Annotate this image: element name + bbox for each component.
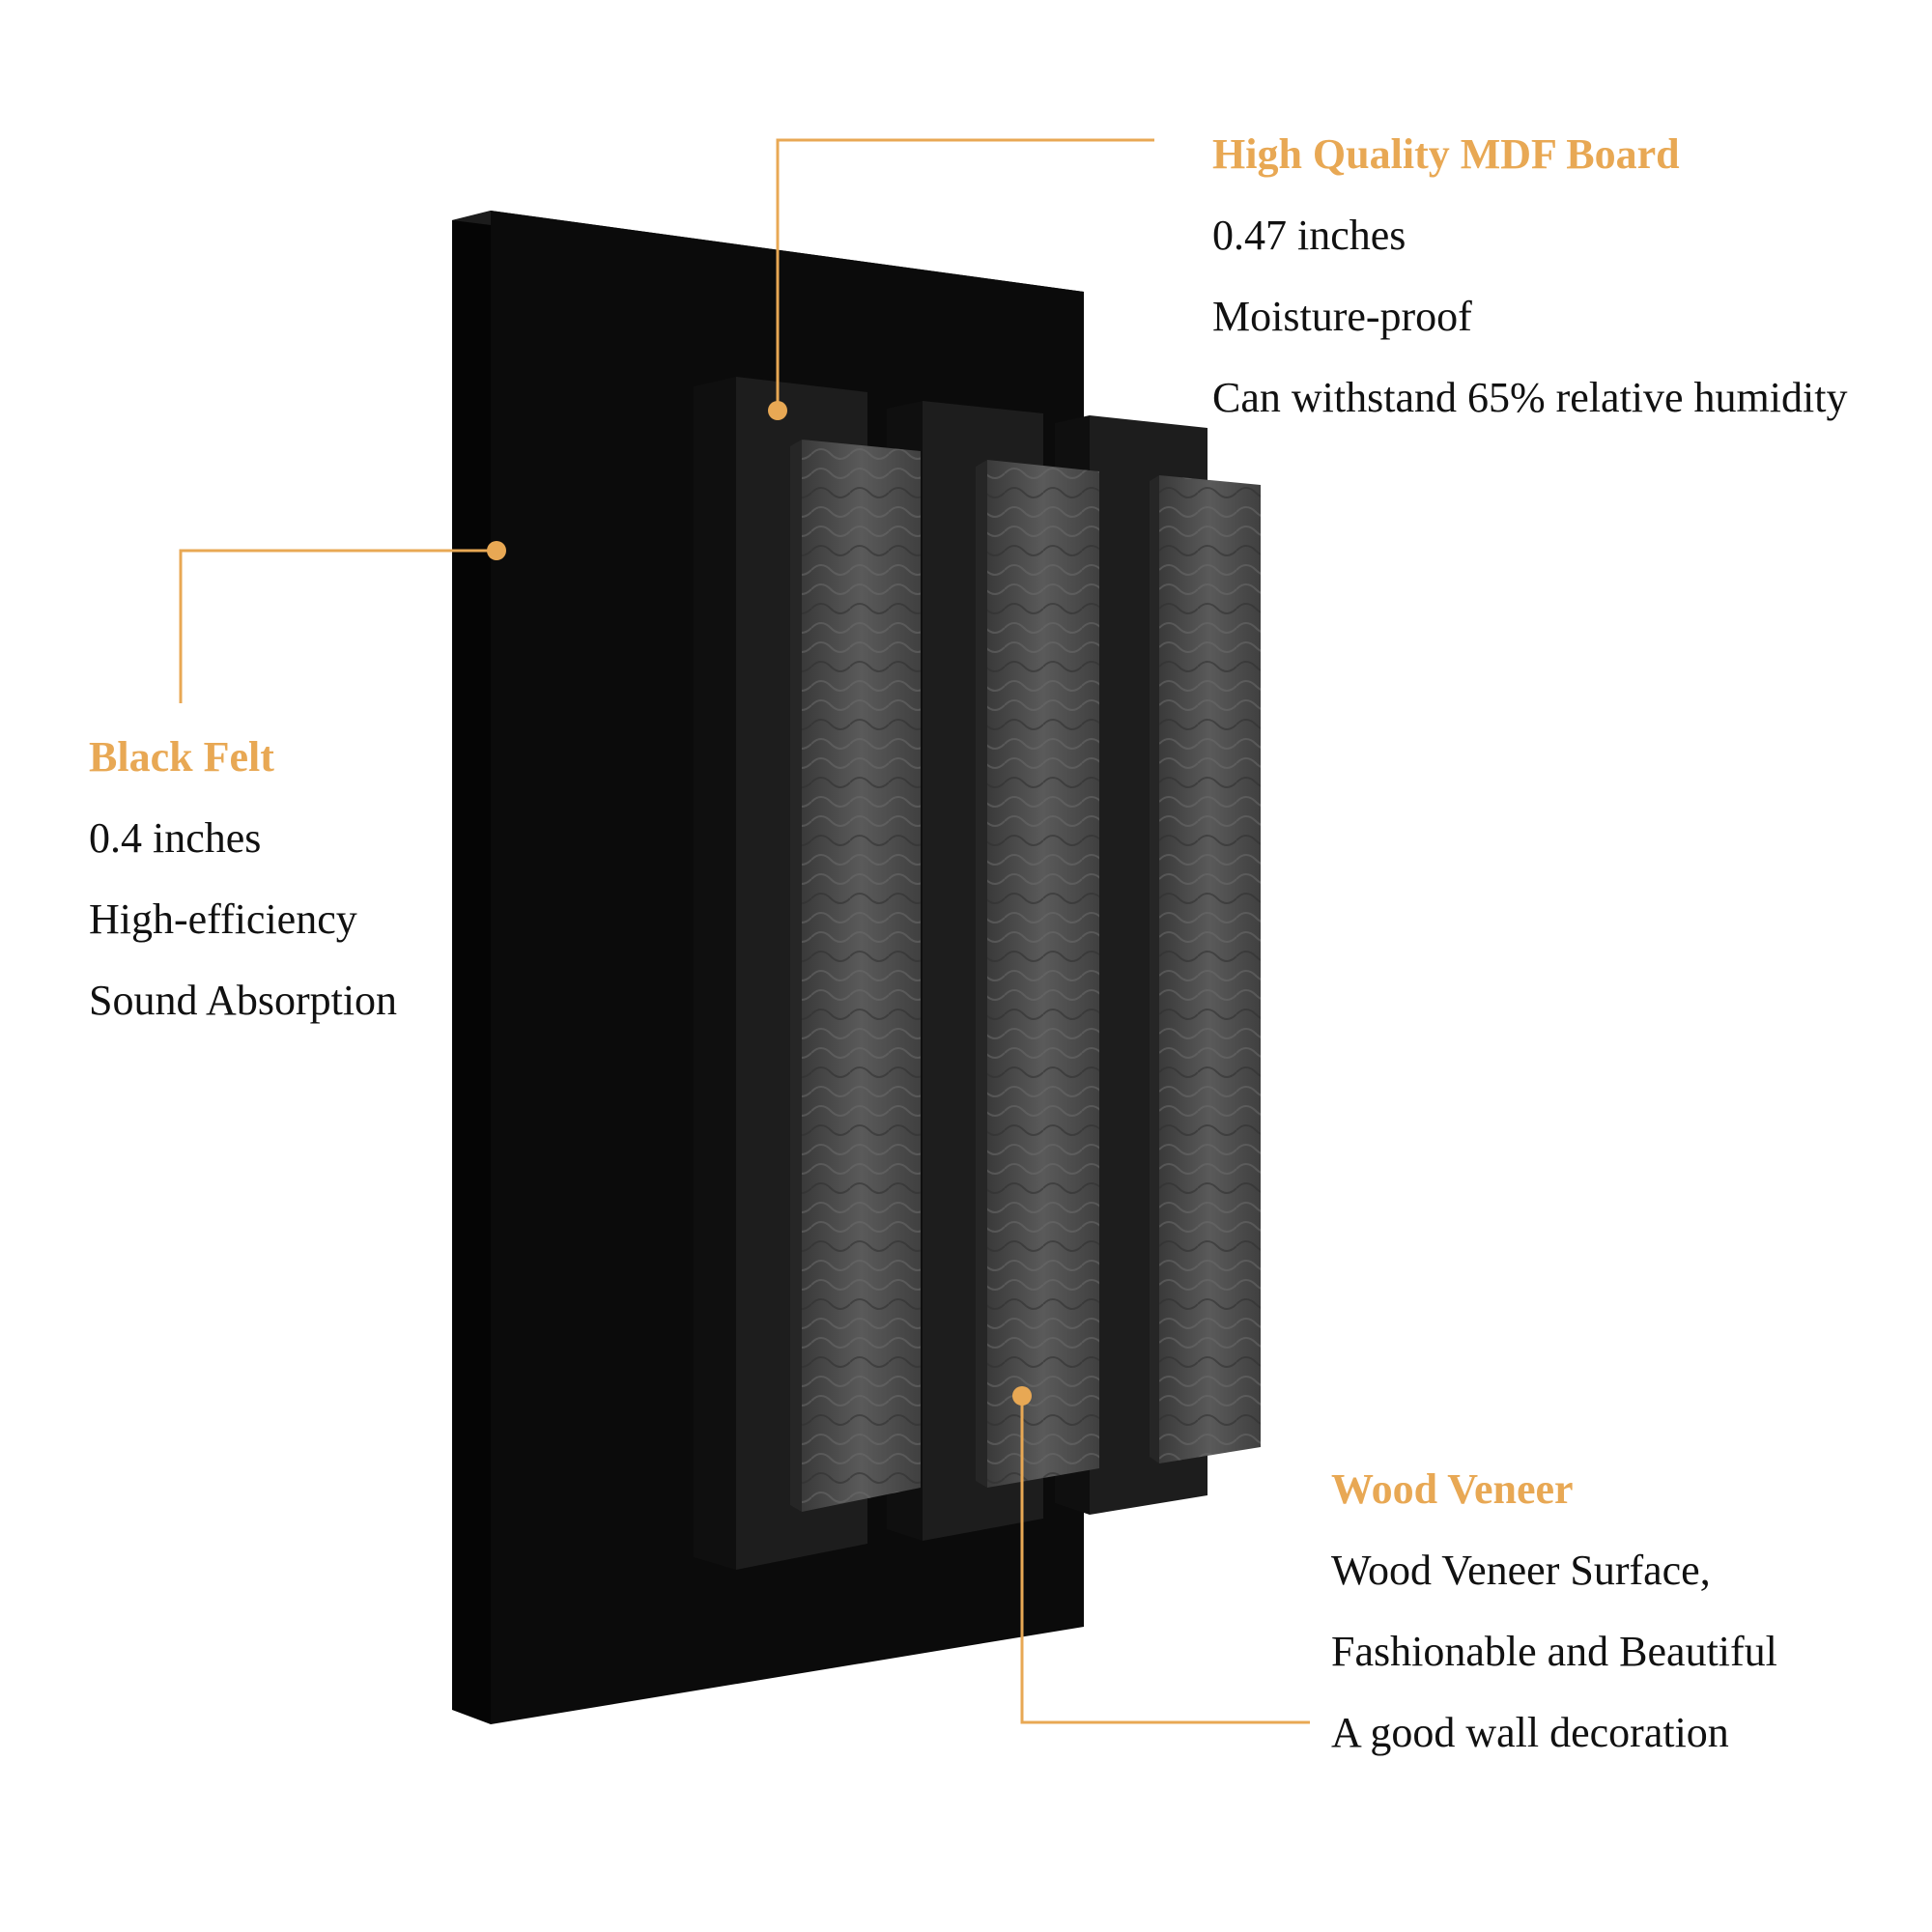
felt-spec-thickness: 0.4 inches: [89, 814, 262, 862]
mdf-callout: High Quality MDF Board 0.47 inches Moist…: [1212, 133, 1847, 458]
felt-side-face: [452, 211, 491, 1724]
veneer-leader: [1012, 1386, 1310, 1724]
veneer-spec-style: Fashionable and Beautiful: [1331, 1628, 1777, 1675]
veneer-spec-decoration: A good wall decoration: [1331, 1709, 1729, 1756]
felt-callout: Black Felt 0.4 inches High-efficiency So…: [89, 736, 397, 1061]
mdf-leader-line: [776, 138, 1154, 411]
felt-spec-efficiency: High-efficiency: [89, 895, 357, 943]
veneer-leader-line: [1020, 1396, 1310, 1724]
veneer-callout: Wood Veneer Wood Veneer Surface, Fashion…: [1331, 1468, 1777, 1793]
veneer-title: Wood Veneer: [1331, 1465, 1574, 1513]
felt-spec-absorption: Sound Absorption: [89, 977, 398, 1024]
veneer-slat-1-side: [790, 440, 802, 1512]
mdf-title: High Quality MDF Board: [1212, 130, 1680, 178]
felt-leader-line: [179, 549, 497, 703]
veneer-slat-3-side: [1150, 475, 1159, 1463]
veneer-slat-2-side: [976, 460, 987, 1488]
veneer-slat-2: [976, 460, 1099, 1488]
veneer-spec-surface: Wood Veneer Surface,: [1331, 1547, 1711, 1594]
veneer-slat-3: [1150, 475, 1261, 1463]
veneer-slat-1: [790, 440, 921, 1512]
mdf-spec-moisture: Moisture-proof: [1212, 293, 1472, 340]
veneer-slat-3-grain: [1159, 475, 1261, 1463]
felt-leader: [179, 541, 506, 703]
mdf-spec-thickness: 0.47 inches: [1212, 212, 1406, 259]
veneer-slat-2-grain: [987, 460, 1099, 1488]
mdf-spec-humidity: Can withstand 65% relative humidity: [1212, 374, 1848, 421]
veneer-leader-dot: [1012, 1386, 1032, 1406]
mdf-leader-dot: [768, 401, 787, 420]
felt-title: Black Felt: [89, 733, 274, 781]
mdf-slat-1-side: [694, 377, 736, 1570]
veneer-slat-1-grain: [802, 440, 921, 1512]
mdf-leader: [768, 138, 1154, 420]
felt-leader-dot: [487, 541, 506, 560]
